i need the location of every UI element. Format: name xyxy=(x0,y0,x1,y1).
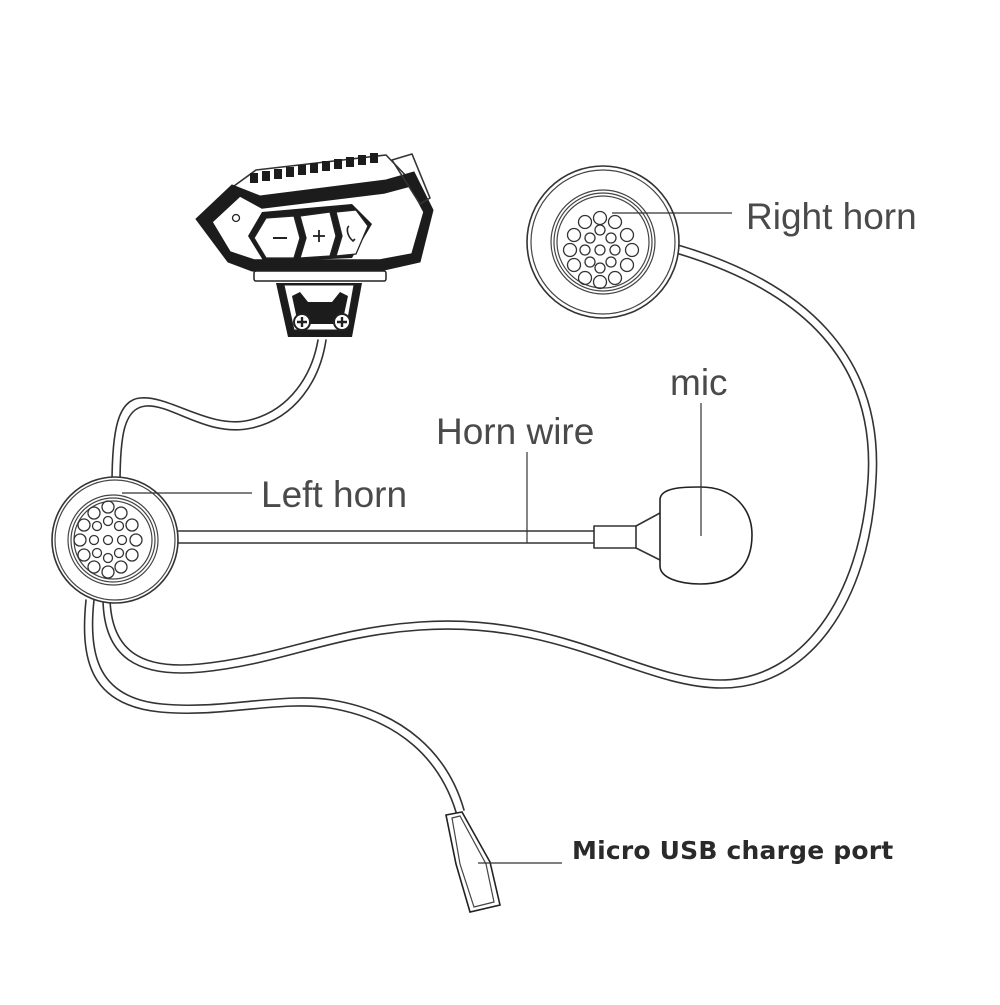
usb-connector xyxy=(445,811,501,913)
leader-lines xyxy=(122,212,732,864)
wire-control-to-left-horn xyxy=(111,339,327,486)
call-button xyxy=(335,209,369,257)
volume-down-button xyxy=(253,215,301,259)
wire-usb xyxy=(83,599,465,813)
right-horn-speaker xyxy=(526,165,680,319)
mic xyxy=(659,486,753,585)
control-unit xyxy=(195,153,434,337)
label-left-horn: Left horn xyxy=(261,474,408,515)
wire-left-to-right-horn xyxy=(102,244,878,689)
left-horn-speaker xyxy=(51,476,179,604)
vent-fins xyxy=(250,153,378,183)
label-mic: mic xyxy=(670,362,728,403)
label-usb-port: Micro USB charge port xyxy=(572,836,894,865)
horn-wire-boom xyxy=(177,512,661,561)
led-indicator xyxy=(231,213,241,223)
volume-up-button xyxy=(299,211,337,259)
phone-icon xyxy=(346,225,356,243)
label-right-horn: Right horn xyxy=(746,196,917,237)
label-horn-wire: Horn wire xyxy=(436,411,595,452)
